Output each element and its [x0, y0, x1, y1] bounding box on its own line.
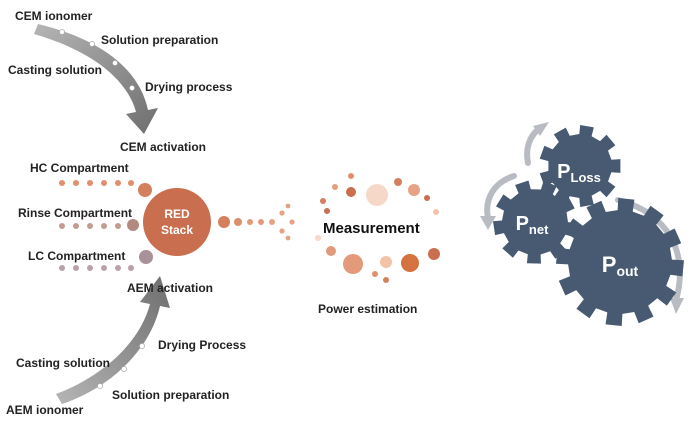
lc-dot — [115, 265, 121, 271]
hc-dot — [87, 180, 93, 186]
aem-ionomer-label: AEM ionomer — [6, 403, 84, 417]
aem-step-dot — [97, 383, 103, 389]
hc-dot — [73, 180, 79, 186]
p-net-label: Pnet — [516, 213, 550, 237]
cycle-arrow-head — [480, 216, 496, 230]
red-stack-label-line2: Stack — [161, 223, 193, 237]
lc-dot — [87, 265, 93, 271]
aem-casting-solution-label: Casting solution — [16, 356, 110, 370]
lc-compartment-dots — [59, 250, 153, 271]
hc-compartment-label: HC Compartment — [30, 161, 129, 175]
cem-solution-preparation-label: Solution preparation — [101, 33, 218, 47]
p-loss-main: P — [557, 161, 570, 183]
p-loss-gear — [539, 125, 621, 207]
hc-dot — [101, 180, 107, 186]
cem-activation-label: CEM activation — [120, 140, 206, 154]
p-net-main: P — [516, 213, 529, 235]
measurement-dot-ring — [315, 173, 440, 283]
p-loss-sub: Loss — [571, 170, 601, 185]
rinse-dot — [59, 223, 65, 229]
rinse-dot — [101, 223, 107, 229]
hc-dot — [115, 180, 121, 186]
measurement-title: Measurement — [323, 220, 420, 237]
p-net-sub: net — [529, 222, 549, 237]
hc-dot — [128, 180, 134, 186]
cem-ionomer-label: CEM ionomer — [15, 9, 93, 23]
rinse-dot — [73, 223, 79, 229]
lc-dot — [73, 265, 79, 271]
aem-solution-preparation-label: Solution preparation — [112, 388, 229, 402]
hc-dot-large — [138, 183, 152, 197]
cem-step-dot — [112, 60, 118, 66]
cem-step-dot — [129, 85, 135, 91]
rinse-compartment-label: Rinse Compartment — [18, 206, 132, 220]
cem-drying-process-label: Drying process — [145, 80, 233, 94]
aem-process-arrow — [56, 276, 170, 404]
lc-dot — [59, 265, 65, 271]
aem-step-dot — [139, 343, 145, 349]
p-out-main: P — [602, 252, 617, 277]
cycle-arrow-head — [670, 298, 684, 314]
hc-dot — [59, 180, 65, 186]
aem-drying-process-label: Drying Process — [158, 338, 246, 352]
rinse-dot — [115, 223, 121, 229]
cem-step-dot — [89, 41, 95, 47]
hc-compartment-dots — [59, 180, 152, 197]
red-stack-label-line1: RED — [164, 207, 190, 221]
p-out-sub: out — [616, 263, 638, 279]
p-net-gear — [493, 180, 577, 264]
stack-to-measurement-arrow — [218, 203, 295, 241]
aem-activation-label: AEM activation — [127, 281, 213, 295]
rinse-dot — [87, 223, 93, 229]
p-out-label: Pout — [602, 252, 639, 279]
lc-dot-large — [139, 250, 153, 264]
cem-step-dot — [59, 29, 65, 35]
cycle-arrow-head — [533, 122, 549, 136]
lc-compartment-label: LC Compartment — [28, 249, 125, 263]
p-loss-label: PLoss — [557, 161, 601, 185]
power-estimation-label: Power estimation — [318, 302, 417, 316]
p-out-gear — [556, 198, 684, 326]
aem-step-dot — [121, 366, 127, 372]
cem-casting-solution-label: Casting solution — [8, 63, 102, 77]
lc-dot — [101, 265, 107, 271]
rinse-dot-large — [127, 219, 139, 231]
cem-process-arrow — [34, 24, 158, 134]
lc-dot — [128, 265, 134, 271]
rinse-compartment-dots — [59, 219, 139, 231]
red-stack-circle — [143, 188, 211, 256]
